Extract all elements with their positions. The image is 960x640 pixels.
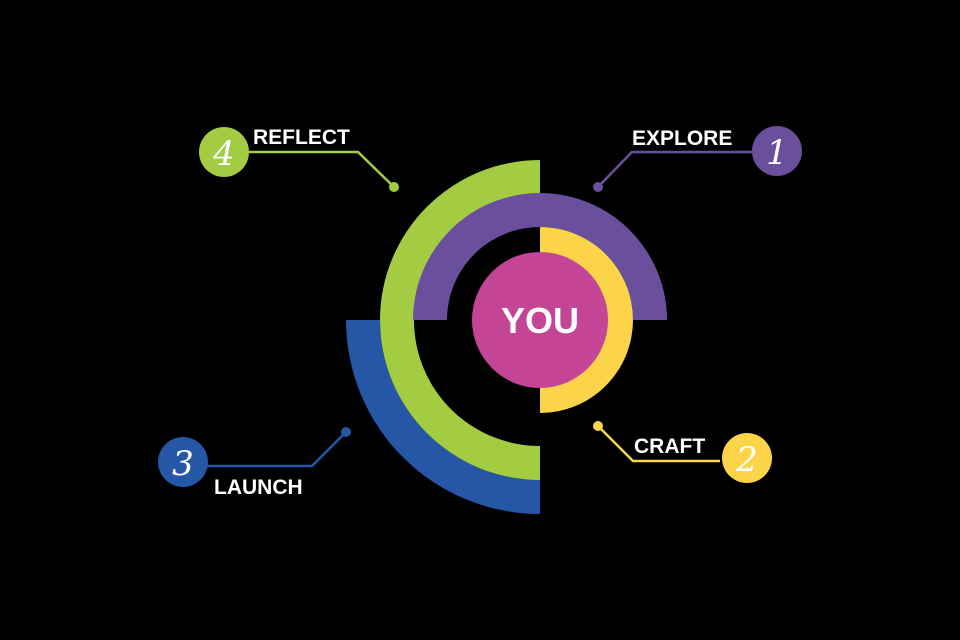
launch-number: 3	[172, 444, 194, 484]
reflect-arc	[380, 160, 540, 480]
explore-arc	[413, 193, 667, 320]
craft-number-badge	[722, 433, 772, 483]
step-launch: 3 LAUNCH	[158, 427, 351, 499]
craft-connector-line	[597, 425, 720, 463]
explore-number: 1	[766, 133, 788, 173]
step-explore: 1 EXPLORE	[593, 126, 802, 192]
center-label: YOU	[501, 300, 579, 341]
launch-connector-line	[205, 431, 347, 468]
launch-connector-dot	[341, 427, 351, 437]
reflect-number-badge	[199, 127, 249, 177]
craft-label: CRAFT	[634, 435, 705, 458]
reflect-connector-dot	[389, 182, 399, 192]
reflect-number: 4	[212, 134, 235, 174]
explore-connector-dot	[593, 182, 603, 192]
center-circle	[472, 252, 608, 388]
craft-number: 2	[735, 440, 758, 480]
launch-label: LAUNCH	[214, 476, 303, 499]
explore-label: EXPLORE	[632, 127, 732, 150]
reflect-label: REFLECT	[253, 126, 350, 149]
explore-number-badge	[752, 126, 802, 176]
craft-arc	[540, 227, 633, 413]
step-reflect: 4 REFLECT	[199, 126, 399, 192]
step-craft: 2 CRAFT	[593, 421, 772, 483]
craft-connector-dot	[593, 421, 603, 431]
launch-arc	[346, 320, 540, 514]
explore-connector-line	[597, 150, 752, 188]
launch-number-badge	[158, 437, 208, 487]
reflect-connector-line	[245, 150, 395, 188]
